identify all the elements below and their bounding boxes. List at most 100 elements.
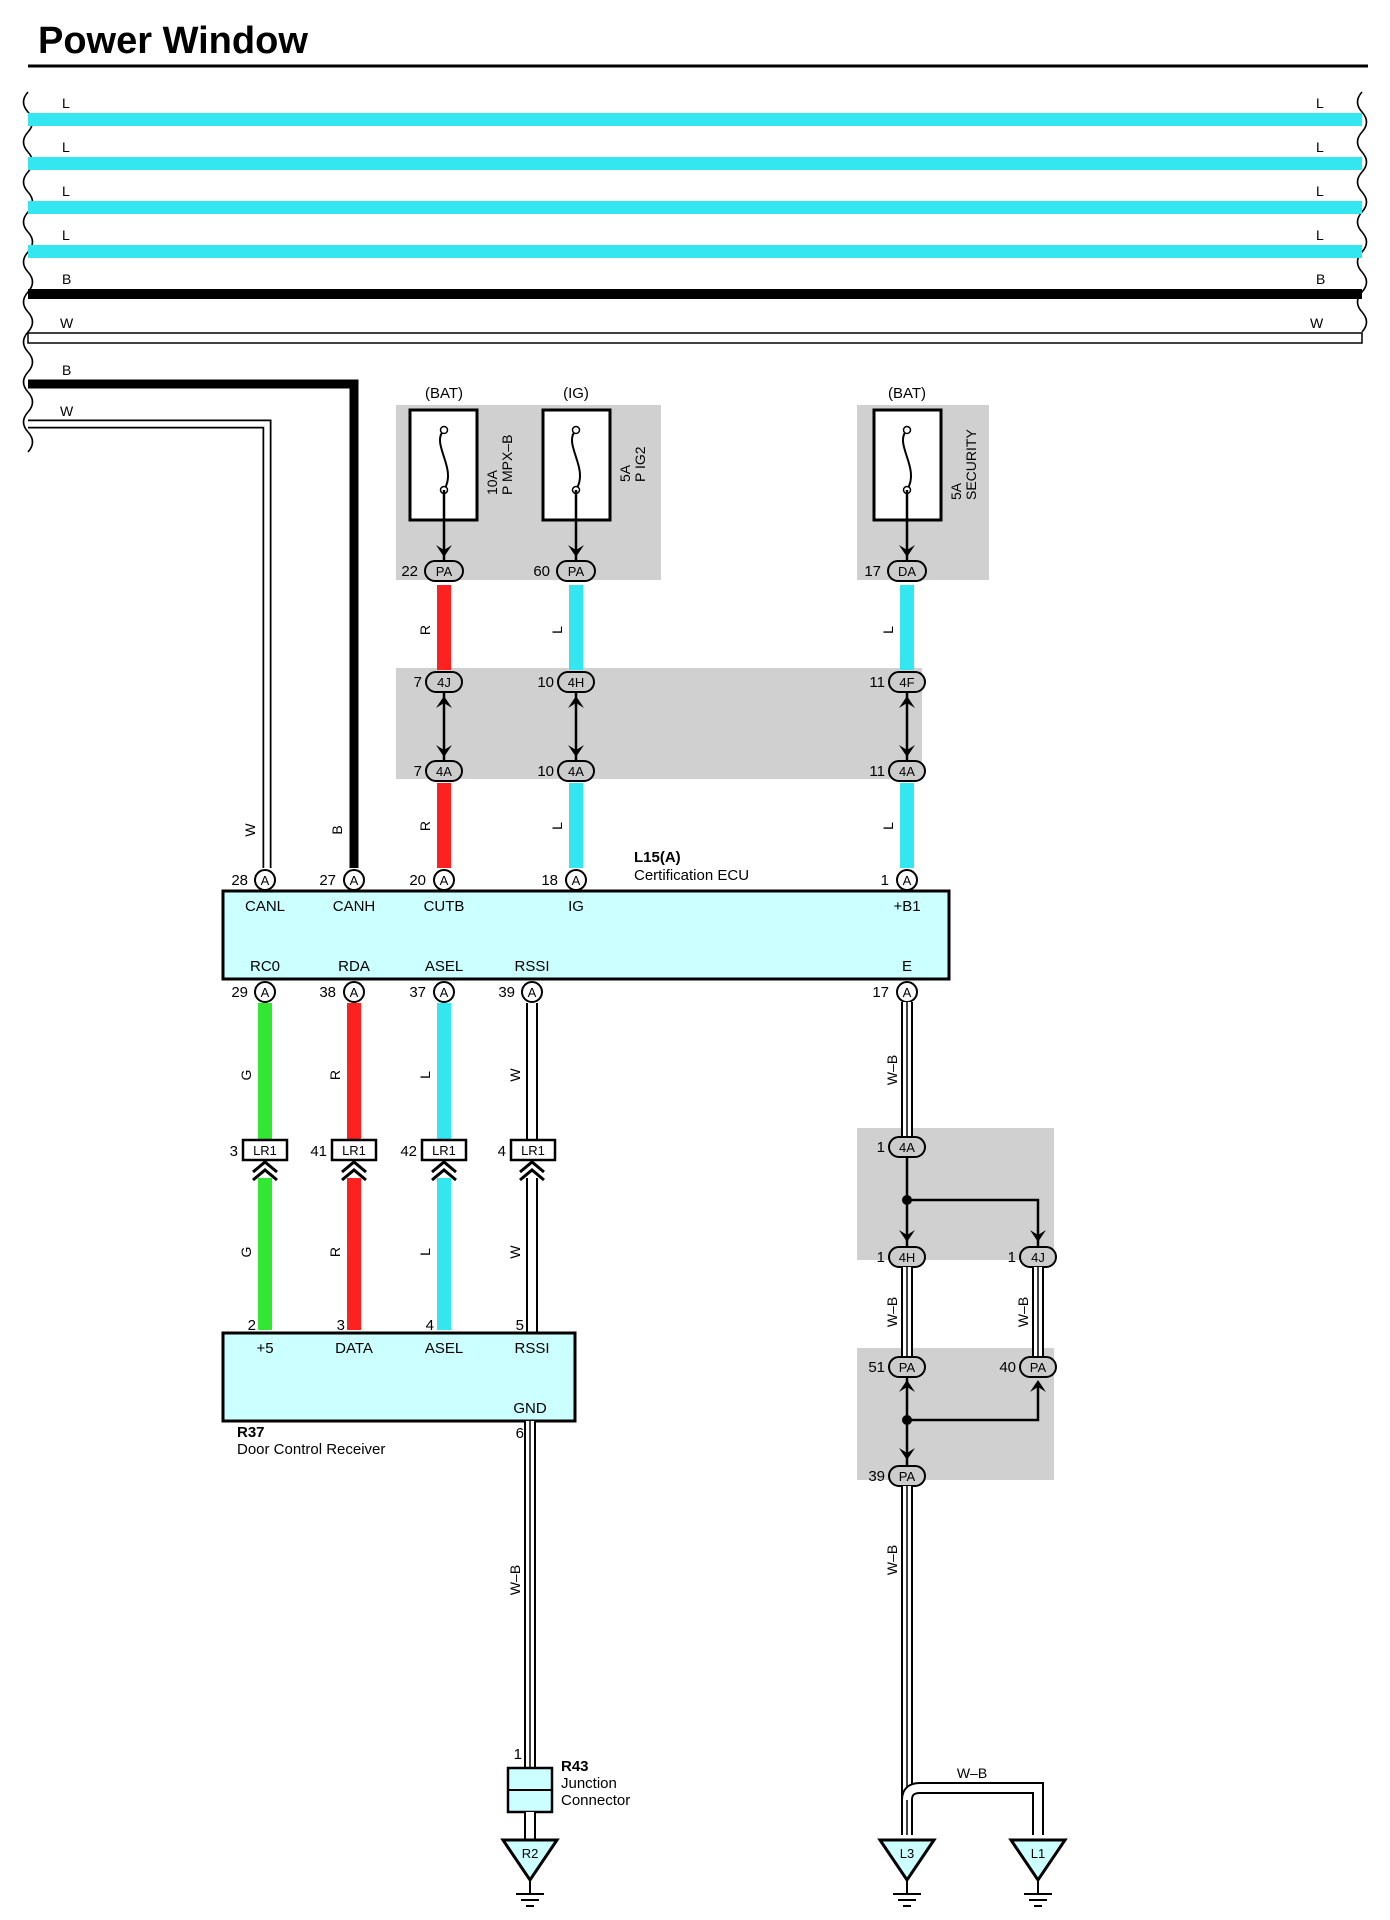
pin-number: 3 — [337, 1317, 345, 1334]
pin-connector: A — [261, 873, 270, 888]
wire-r — [437, 585, 451, 670]
bus-label-right: L — [1316, 183, 1324, 199]
terminal-name: CANL — [245, 898, 285, 915]
pin-circle — [433, 981, 455, 1003]
pin-number: 29 — [231, 984, 248, 1001]
pin-number: 51 — [868, 1359, 885, 1376]
bus-wire-l1 — [28, 113, 1362, 126]
ground-icon — [500, 1838, 560, 1883]
ground-icon — [1008, 1838, 1068, 1883]
fuse-icon — [438, 429, 450, 491]
pin-connector: A — [903, 873, 912, 888]
connector-code: 4A — [899, 764, 915, 779]
pin-number: 11 — [869, 674, 885, 691]
wire-label-w: W — [507, 1068, 523, 1082]
bus-label-right: W — [1310, 315, 1324, 331]
wire-label-g: G — [238, 1247, 254, 1258]
arrow-up-icon — [899, 696, 915, 708]
receiver-name: Door Control Receiver — [237, 1441, 385, 1458]
wire-label-l: L — [549, 822, 565, 830]
wire-label-g: G — [238, 1070, 254, 1081]
pin-number: 6 — [516, 1425, 524, 1442]
terminal-name: CANH — [333, 898, 376, 915]
bus-label-left: W — [60, 315, 74, 331]
wire-label-l: L — [880, 626, 896, 634]
inline-connector — [241, 1138, 289, 1162]
pin-number: 39 — [868, 1468, 885, 1485]
pin-circle — [343, 981, 365, 1003]
arrow-down-icon — [899, 1448, 915, 1460]
fuse-rating: 10A — [484, 469, 500, 495]
wire-label-wb: W–B — [1015, 1297, 1031, 1327]
pin-number: 10 — [537, 674, 554, 691]
connector-pill — [887, 560, 927, 582]
arrow-down-icon — [568, 745, 584, 757]
pin-number: 17 — [872, 984, 889, 1001]
connector-code: PA — [568, 564, 585, 579]
ecu-name: Certification ECU — [634, 867, 749, 884]
ecu-feed-wires: R L L R L L — [417, 585, 914, 868]
terminal-name: ASEL — [425, 1340, 463, 1357]
certification-ecu: L15(A) Certification ECU 28 A CANL 27 A … — [221, 849, 951, 1003]
branch-label-w: W — [60, 403, 74, 419]
connector-code: 4H — [899, 1250, 916, 1265]
wire-g — [258, 1003, 272, 1139]
connector-pill — [424, 560, 464, 582]
arrow-down-icon — [568, 545, 584, 557]
fuse-name: SECURITY — [963, 429, 979, 500]
left-break-mark — [22, 91, 34, 453]
pin-circle — [433, 869, 455, 891]
bus-wire-b — [28, 289, 1362, 299]
pin-number: 18 — [541, 872, 558, 889]
bus-wire-l4 — [28, 245, 1362, 258]
wire-label-l: L — [417, 1248, 433, 1256]
bus-label-left: L — [62, 227, 70, 243]
wire-l — [569, 585, 583, 670]
wire-wb-branch — [903, 1784, 1042, 1835]
pin-number: 20 — [409, 872, 426, 889]
splice-dot — [902, 1415, 912, 1425]
connector-code: 4H — [568, 675, 585, 690]
pin-connector: A — [903, 985, 912, 1000]
wire-label-r: R — [327, 1070, 343, 1080]
branch-wire-b — [28, 379, 359, 868]
arrow-up-icon — [436, 696, 452, 708]
pin-number: 1 — [877, 1139, 885, 1156]
pin-connector: A — [350, 985, 359, 1000]
chevron-up-icon — [341, 1160, 367, 1182]
terminal-name: RC0 — [250, 958, 280, 975]
terminal-name: E — [902, 958, 912, 975]
bus-label-left: L — [62, 95, 70, 111]
pin-number: 2 — [248, 1317, 256, 1334]
pin-number: 3 — [230, 1143, 238, 1160]
receiver-body — [221, 1331, 577, 1423]
connector-code: 4A — [568, 764, 584, 779]
arrow-down-icon — [436, 545, 452, 557]
ground-path: W–B 1 4A 1 4H 1 4J W–B W–B 51 PA 40 PA — [868, 1002, 1057, 1835]
connector-code: PA — [436, 564, 453, 579]
pin-circle — [565, 869, 587, 891]
wire-l — [437, 1178, 451, 1330]
pin-number: 5 — [516, 1317, 524, 1334]
fuse-icon — [570, 429, 582, 491]
pin-connector: A — [440, 985, 449, 1000]
pin-number: 27 — [319, 872, 336, 889]
pin-number: 10 — [537, 763, 554, 780]
inline-connector — [420, 1138, 468, 1162]
branch-label-b: B — [62, 362, 71, 378]
wire-label-wb: W–B — [884, 1055, 900, 1085]
receiver-wires: G R L W G R L W — [238, 1003, 538, 1333]
arrow-down-icon — [899, 1230, 915, 1242]
ground-icon — [877, 1838, 937, 1883]
fuse-name: P MPX–B — [499, 435, 515, 495]
intermediate-connectors: 7 4J 7 4A 10 4H 10 4A 11 4F 11 4A — [414, 671, 926, 782]
connector-code: 4F — [899, 675, 914, 690]
pin-number: 40 — [999, 1359, 1016, 1376]
wire-r — [347, 1178, 361, 1330]
bus-wire-l2 — [28, 157, 1362, 170]
wire-l — [437, 1003, 451, 1139]
fuse-dot — [439, 425, 449, 435]
pin-connector: A — [350, 873, 359, 888]
connector-code: LR1 — [253, 1143, 277, 1158]
